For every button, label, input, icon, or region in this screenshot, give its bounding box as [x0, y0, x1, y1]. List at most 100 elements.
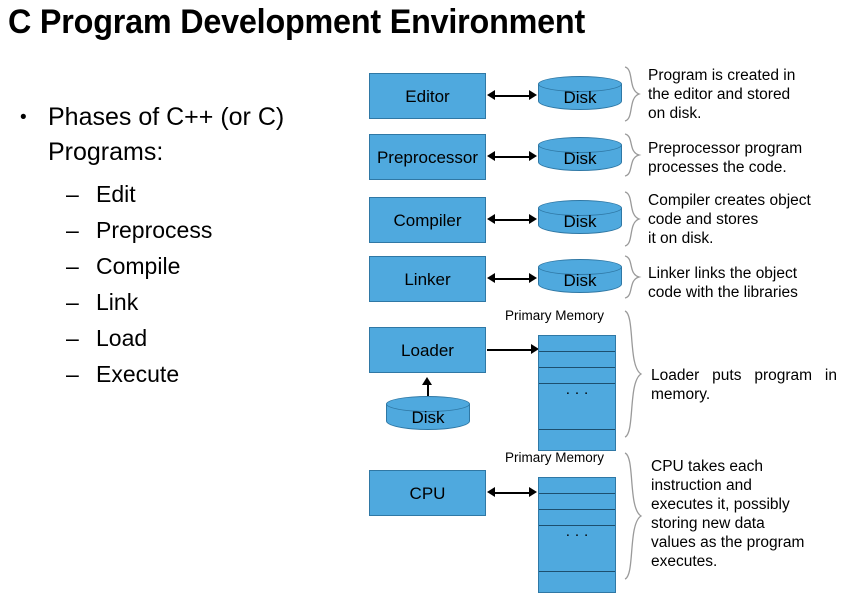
list-item-label: Link — [96, 289, 139, 315]
list-item-label: Load — [96, 325, 148, 351]
arrow-head-right-icon — [529, 273, 537, 283]
note-editor: Program is created in the editor and sto… — [648, 67, 796, 122]
arrow-head-right-icon — [529, 487, 537, 497]
note-cpu: CPU takes each instruction and executes … — [651, 458, 805, 570]
note-linker: Linker links the object code with the li… — [648, 265, 798, 301]
disk-top-ellipse — [386, 396, 470, 412]
disk-body — [538, 208, 622, 234]
memory-cell — [539, 368, 615, 384]
list-item-label: Preprocess — [96, 217, 213, 243]
memory-cell — [539, 572, 615, 592]
arrow-head-right-icon — [529, 151, 537, 161]
bullet-phases-label: Phases of C++ (or C) Programs: — [48, 103, 285, 166]
memory-cell — [539, 478, 615, 494]
memory-cell — [539, 336, 615, 352]
page-title: C Program Development Environment — [8, 3, 586, 41]
memory-cell — [539, 430, 615, 450]
arrow-head-right-icon — [531, 344, 539, 354]
phases-bullet-list: • Phases of C++ (or C) Programs: – Edit … — [10, 100, 350, 392]
disk-body — [386, 404, 470, 430]
disk-icon-linker: Disk — [538, 259, 622, 299]
list-item-edit: – Edit — [66, 176, 350, 212]
note-loader: Loader puts program in memory. — [651, 367, 837, 403]
disk-top-ellipse — [538, 259, 622, 275]
process-box-preprocessor: Preprocessor — [369, 134, 486, 180]
arrow-preprocessor-disk — [487, 151, 537, 162]
disk-top-ellipse — [538, 76, 622, 92]
process-box-label: Editor — [405, 86, 450, 106]
list-item-execute: – Execute — [66, 356, 350, 392]
arrow-line — [426, 384, 429, 405]
memory-cell-ellipsis: · · · — [539, 384, 615, 430]
disk-top-ellipse — [538, 137, 622, 153]
arrow-head-left-icon — [487, 90, 495, 100]
note-preprocessor: Preprocessor program processes the code. — [648, 140, 803, 176]
process-box-loader: Loader — [369, 327, 486, 373]
brace-compiler — [622, 191, 642, 247]
memory-cell-ellipsis: · · · — [539, 526, 615, 572]
brace-editor — [622, 66, 642, 122]
disk-label: Disk — [563, 212, 597, 231]
list-item-load: – Load — [66, 320, 350, 356]
disk-label: Disk — [411, 408, 445, 427]
vertical-ellipsis-icon: · · · — [565, 526, 589, 543]
list-item-compile: – Compile — [66, 248, 350, 284]
process-box-editor: Editor — [369, 73, 486, 119]
arrow-editor-disk — [487, 90, 537, 101]
process-box-compiler: Compiler — [369, 197, 486, 243]
disk-label: Disk — [563, 271, 597, 290]
memory-caption-loader: Primary Memory — [505, 308, 605, 323]
list-item-link: – Link — [66, 284, 350, 320]
note-compiler: Compiler creates object code and stores … — [648, 192, 811, 247]
dash-marker-icon: – — [66, 361, 79, 387]
arrow-line — [493, 278, 531, 280]
arrow-head-left-icon — [487, 273, 495, 283]
dash-marker-icon: – — [66, 289, 79, 315]
memory-cell — [539, 510, 615, 526]
dash-marker-icon: – — [66, 217, 79, 243]
arrow-head-right-icon — [529, 214, 537, 224]
vertical-ellipsis-icon: · · · — [565, 384, 589, 401]
disk-icon-compiler: Disk — [538, 200, 622, 240]
arrow-head-left-icon — [487, 487, 495, 497]
brace-preprocessor — [622, 133, 642, 177]
disk-icon-preprocessor: Disk — [538, 137, 622, 177]
arrow-head-right-icon — [529, 90, 537, 100]
process-box-cpu: CPU — [369, 470, 486, 516]
disk-icon-loader-source: Disk — [386, 396, 470, 436]
list-item-label: Compile — [96, 253, 181, 279]
arrow-line — [487, 349, 533, 351]
arrow-compiler-disk — [487, 214, 537, 225]
memory-block-cpu: · · · — [538, 477, 616, 593]
arrow-line — [493, 492, 531, 494]
list-item-label: Edit — [96, 181, 136, 207]
disk-body — [538, 84, 622, 110]
brace-loader — [622, 310, 644, 438]
disk-body — [538, 267, 622, 293]
arrow-line — [493, 219, 531, 221]
arrow-head-left-icon — [487, 214, 495, 224]
arrow-line — [493, 95, 531, 97]
arrow-linker-disk — [487, 273, 537, 284]
process-box-label: Linker — [404, 269, 451, 289]
brace-linker — [622, 255, 642, 299]
list-item-preprocess: – Preprocess — [66, 212, 350, 248]
process-box-label: Loader — [401, 340, 454, 360]
process-box-label: Preprocessor — [376, 147, 479, 167]
arrow-head-left-icon — [487, 151, 495, 161]
arrow-disk-loader — [422, 377, 433, 405]
process-box-label: Compiler — [393, 210, 462, 230]
phase-sub-list: – Edit – Preprocess – Compile – Link – L… — [10, 176, 350, 392]
bullet-phases-of-c: • Phases of C++ (or C) Programs: — [10, 100, 350, 170]
list-item-label: Execute — [96, 361, 180, 387]
dash-marker-icon: – — [66, 181, 79, 207]
process-box-linker: Linker — [369, 256, 486, 302]
memory-cell — [539, 352, 615, 368]
disk-label: Disk — [563, 149, 597, 168]
arrow-cpu-memory — [487, 487, 537, 498]
memory-caption-cpu: Primary Memory — [505, 450, 605, 465]
memory-block-loader: · · · — [538, 335, 616, 451]
disk-top-ellipse — [538, 200, 622, 216]
bullet-marker-icon: • — [20, 107, 27, 128]
disk-icon-editor: Disk — [538, 76, 622, 116]
